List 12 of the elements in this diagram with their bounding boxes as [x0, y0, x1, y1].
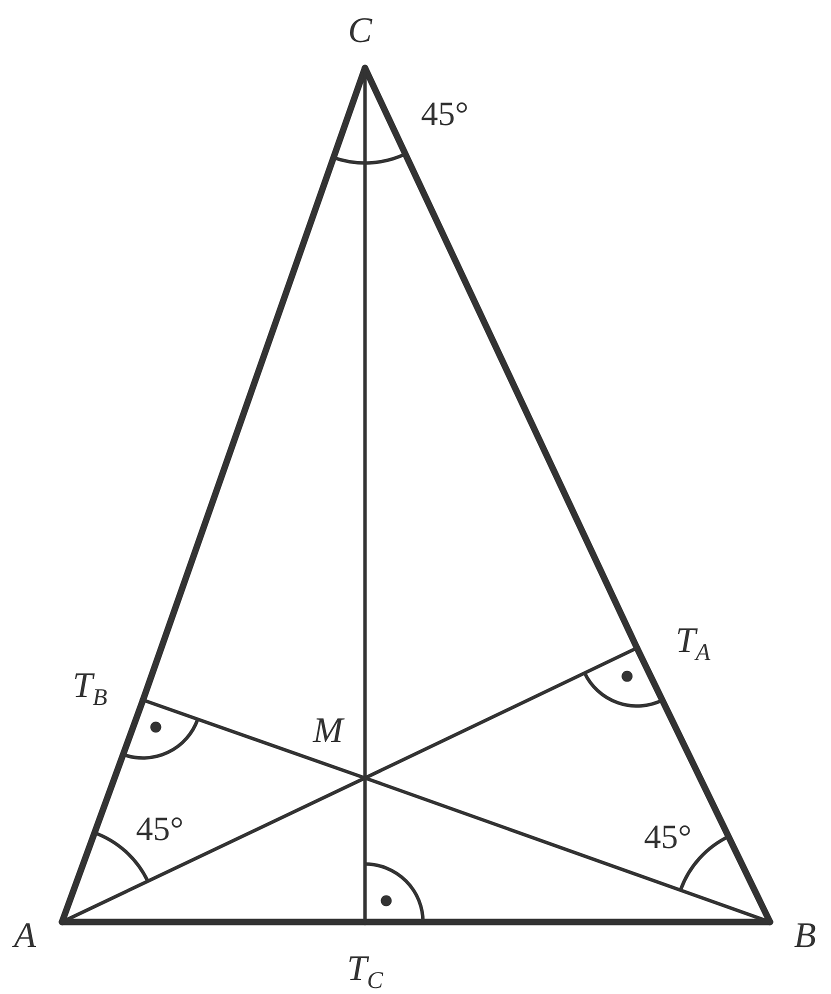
point-label: M [312, 710, 346, 750]
angle-label: 45° [644, 819, 692, 857]
point-label: C [346, 10, 374, 50]
angle-label: 45° [136, 811, 184, 849]
line-segment [634, 644, 774, 926]
point-label: A [11, 915, 37, 955]
point-label: B [793, 915, 817, 955]
angle-label: 45° [421, 96, 469, 134]
point-label: T$_{A}$ [674, 620, 712, 668]
line-segment [58, 696, 146, 926]
point-label: T$_{B}$ [72, 665, 108, 714]
point-label: T$_{C}$ [346, 948, 384, 994]
